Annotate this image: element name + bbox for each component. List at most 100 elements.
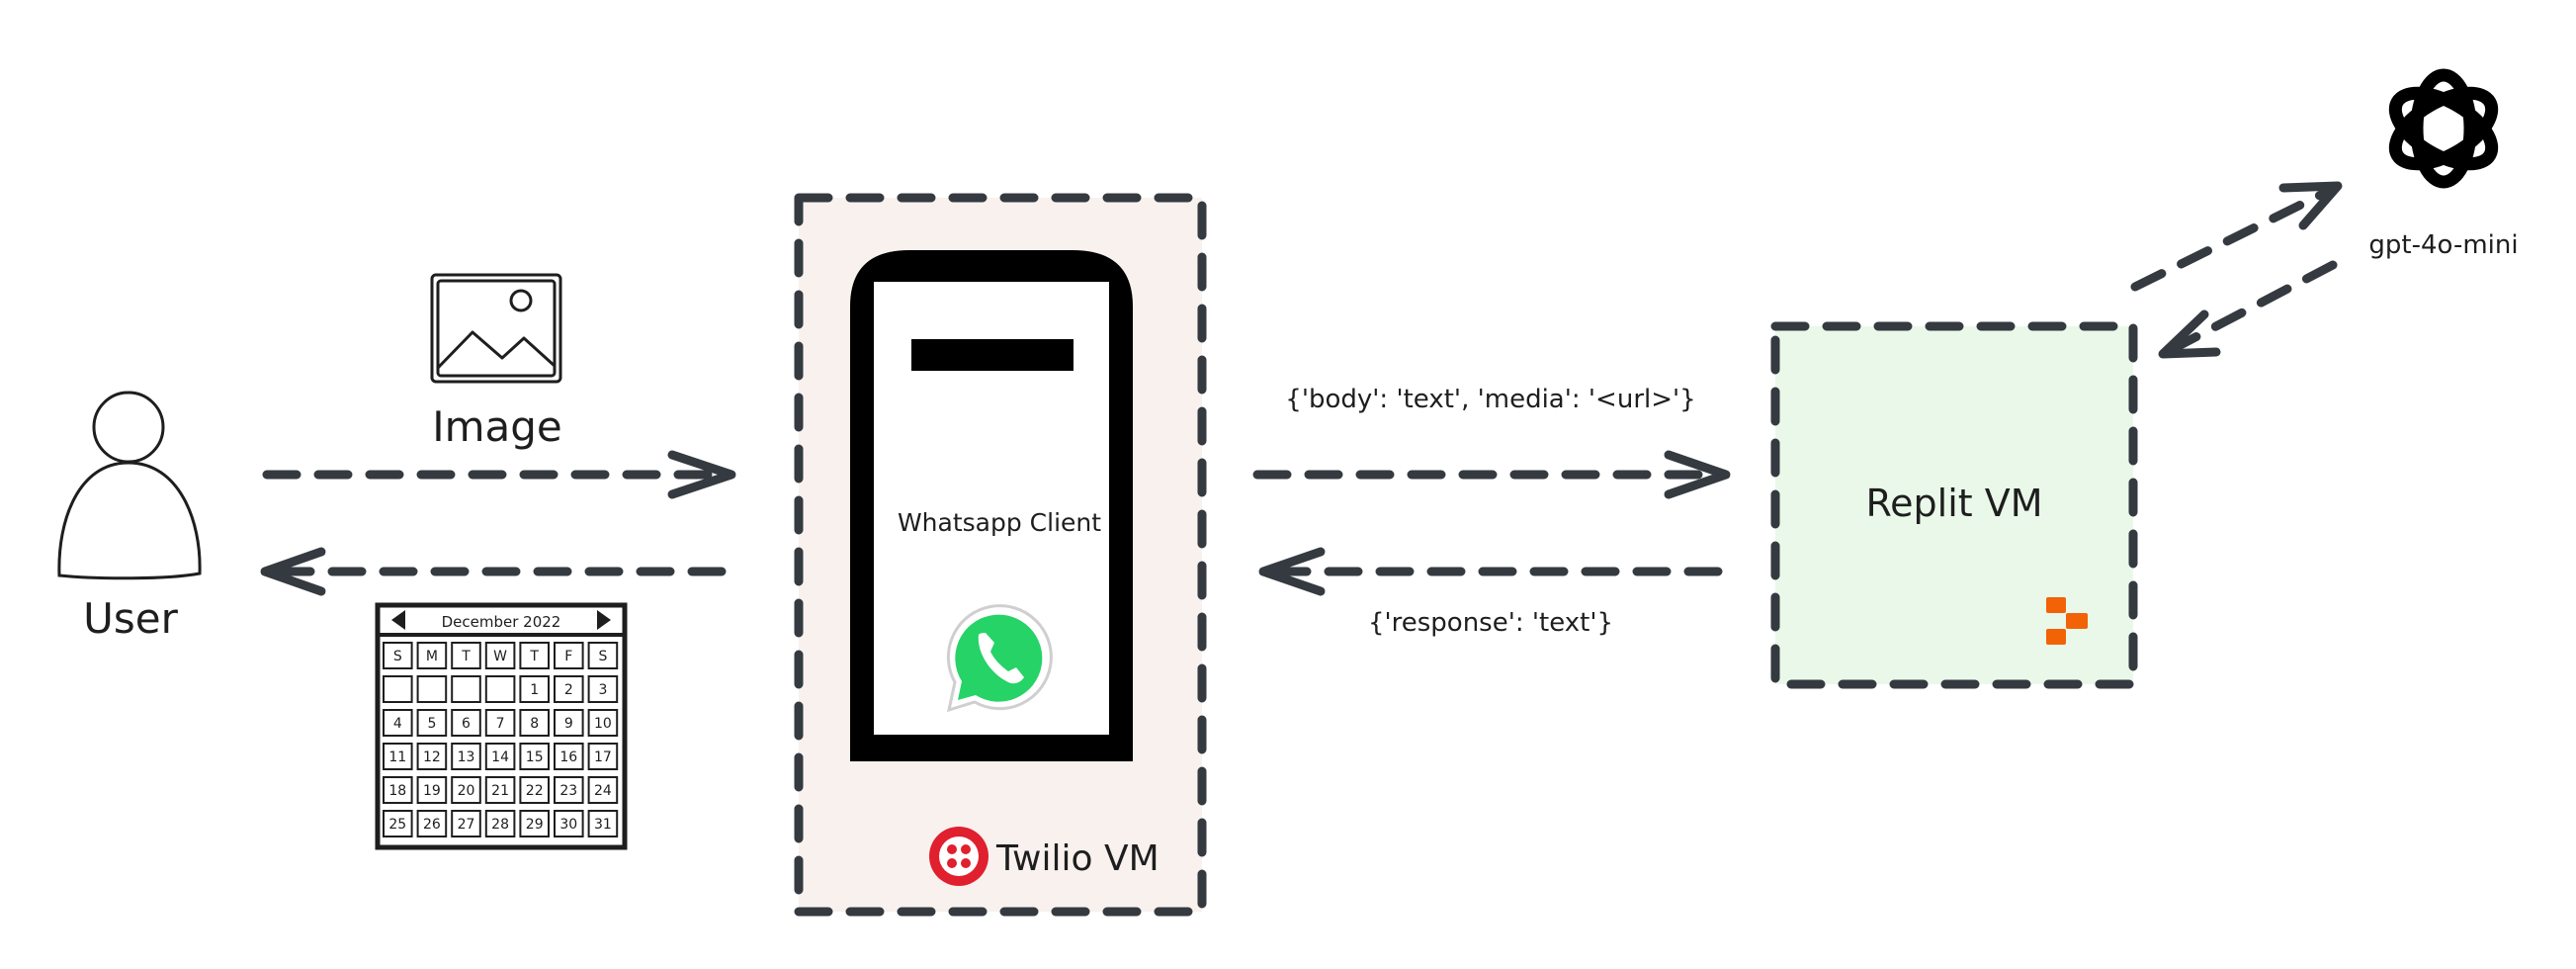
whatsapp-client-label: Whatsapp Client [898,508,1101,537]
calendar-cell-box [554,642,584,669]
calendar-cell-box [519,675,551,703]
calendar-day: 11 [388,749,406,765]
calendar-cell-box [383,743,413,770]
calendar-cell-box [554,709,584,737]
calendar-weekday: S [598,649,607,664]
calendar-day: 4 [393,716,402,732]
calendar-cell-box [587,675,619,703]
calendar-month: December 2022 [442,613,561,631]
arrow-replit-to-openai [2130,181,2343,292]
calendar-weekday: T [529,649,539,664]
calendar-weekday: F [564,649,572,664]
replit-vm-label: Replit VM [1865,482,2042,525]
arrow-user-to-twilio [262,450,736,499]
calendar-cell-box [416,709,448,737]
calendar-cell-box [484,776,516,804]
calendar-cell-box [383,776,413,804]
calendar-cell-box [383,810,413,837]
calendar-day: 9 [564,716,573,732]
calendar-day: 1 [530,682,539,698]
calendar-cell-box [451,743,481,770]
whatsapp-handset [978,633,1024,684]
calendar-cell-box [554,776,584,804]
calendar-cell-box [383,642,413,669]
calendar-cell-box [587,709,619,737]
calendar-day: 19 [423,783,441,799]
calendar-cell-box [451,709,481,737]
whatsapp-bubble [955,614,1043,702]
calendar-day: 10 [594,716,612,732]
calendar-day: 8 [530,716,539,732]
request-payload-label: {'body': 'text', 'media': '<url>'} [1285,385,1695,414]
calendar-cell-box [383,709,413,737]
calendar-cell-box [484,743,516,770]
calendar-next-icon [597,610,611,630]
phone-icon [850,250,1133,761]
user-label: User [83,594,178,643]
calendar-day: 12 [423,749,441,765]
calendar-day: 17 [594,749,612,765]
calendar-cell-box [587,776,619,804]
calendar-day: 18 [388,783,406,799]
whatsapp-icon [946,604,1053,713]
image-icon [430,273,562,384]
calendar-cell-box [484,642,516,669]
calendar-cell-box [587,810,619,837]
calendar-weekday: T [461,649,471,664]
calendar-cell-box [484,675,516,703]
calendar-cell-box [451,642,481,669]
calendar-weekday: M [426,649,438,664]
user-icon [57,391,202,580]
image-label: Image [432,402,562,451]
calendar-day: 22 [526,783,544,799]
arrow-openai-to-replit [2158,260,2338,359]
calendar-prev-icon [391,610,405,630]
openai-logo-icon [2388,68,2499,189]
arrow-replit-to-twilio [1258,547,1723,596]
calendar-day: 7 [496,716,505,732]
calendar-day: 13 [458,749,475,765]
calendar-cell-box [554,810,584,837]
calendar-cell-box [519,776,551,804]
calendar-day: 24 [594,783,612,799]
calendar-cell-box [416,776,448,804]
response-payload-label: {'response': 'text'} [1368,608,1613,638]
calendar-day: 2 [564,682,573,698]
calendar-cell-box [416,743,448,770]
arrow-twilio-to-user [260,547,727,596]
calendar-day: 20 [458,783,475,799]
calendar-day: 15 [526,749,544,765]
calendar-cell-box [519,642,551,669]
twilio-logo-icon [929,827,988,886]
calendar-cell-box [519,743,551,770]
phone-speaker-bar [911,339,1073,371]
openai-model-label: gpt-4o-mini [2368,230,2518,260]
calendar-cell-box [416,810,448,837]
calendar-day: 27 [458,817,475,833]
calendar-day: 28 [491,817,509,833]
calendar-day: 16 [559,749,577,765]
arrow-twilio-to-replit [1252,450,1731,499]
calendar-cell-box [554,675,584,703]
calendar-day: 21 [491,783,509,799]
calendar-weekday: S [393,649,402,664]
calendar-day: 3 [598,682,607,698]
calendar-cell-box [383,675,413,703]
calendar-day: 26 [423,817,441,833]
calendar-day: 29 [526,817,544,833]
calendar-day: 23 [559,783,577,799]
calendar-cell-box [587,743,619,770]
calendar-cell-box [416,642,448,669]
calendar-day: 6 [462,716,471,732]
calendar-day: 14 [491,749,509,765]
calendar-cell-box [451,776,481,804]
calendar-cell-box [451,675,481,703]
calendar-day: 25 [388,817,406,833]
calendar-cell-box [519,810,551,837]
calendar-cell-box [416,675,448,703]
calendar-day: 31 [594,817,612,833]
calendar-day: 5 [427,716,436,732]
